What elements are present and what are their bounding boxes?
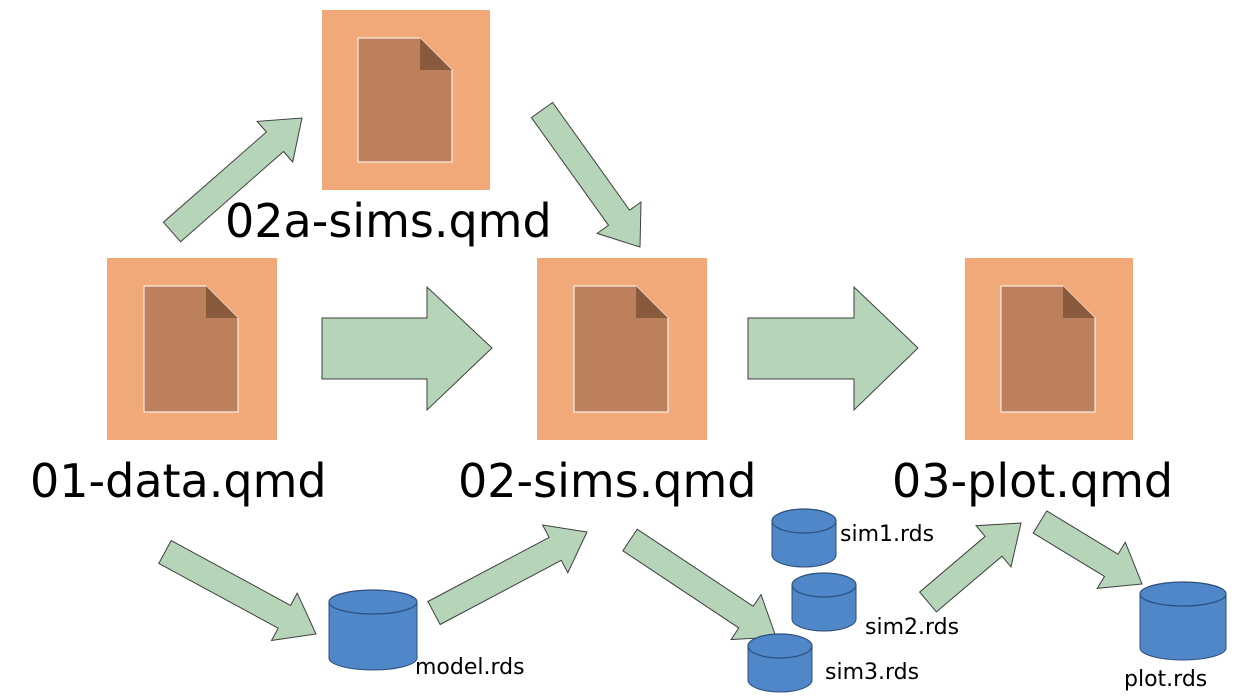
arrow-02a-sims-to-sims bbox=[530, 101, 642, 248]
database-icon-sim1 bbox=[771, 508, 837, 568]
dataset-label-plot: plot.rds bbox=[1124, 667, 1208, 692]
document-label-01-data: 01-data.qmd bbox=[30, 454, 327, 508]
database-icon-model bbox=[328, 589, 418, 671]
arrow-sims-to-sims3 bbox=[622, 528, 777, 641]
document-01-data bbox=[107, 258, 277, 440]
document-03-plot bbox=[965, 258, 1133, 440]
document-icon bbox=[573, 285, 669, 413]
arrow-sims-to-plot bbox=[747, 285, 919, 412]
document-icon bbox=[143, 285, 239, 413]
document-02a-sims bbox=[322, 10, 490, 190]
database-icon-sim3 bbox=[747, 633, 813, 693]
arrow-model-to-sims bbox=[427, 524, 588, 626]
document-icon bbox=[357, 37, 453, 163]
dataset-label-sim3: sim3.rds bbox=[825, 660, 920, 685]
arrow-plot-to-plot-rds bbox=[1032, 510, 1143, 589]
document-label-03-plot: 03-plot.qmd bbox=[892, 454, 1174, 508]
database-icon-sim2 bbox=[791, 572, 857, 632]
diagonal-arrows bbox=[158, 101, 1143, 642]
dataset-label-model: model.rds bbox=[415, 655, 525, 680]
database-icon-plot bbox=[1139, 581, 1227, 661]
arrow-data-to-sims bbox=[321, 285, 493, 412]
dataset-label-sim2: sim2.rds bbox=[865, 615, 960, 640]
document-02-sims bbox=[537, 258, 707, 440]
arrow-sims2-to-plot bbox=[918, 522, 1022, 613]
arrow-data-to-model bbox=[158, 539, 317, 642]
document-label-02-sims: 02-sims.qmd bbox=[458, 454, 757, 508]
dataset-label-sim1: sim1.rds bbox=[840, 522, 935, 547]
arrow-data-to-02a-sims bbox=[162, 117, 303, 243]
document-icon bbox=[1000, 285, 1096, 413]
document-label-02a-sims: 02a-sims.qmd bbox=[225, 194, 552, 248]
datasets bbox=[328, 508, 1227, 693]
